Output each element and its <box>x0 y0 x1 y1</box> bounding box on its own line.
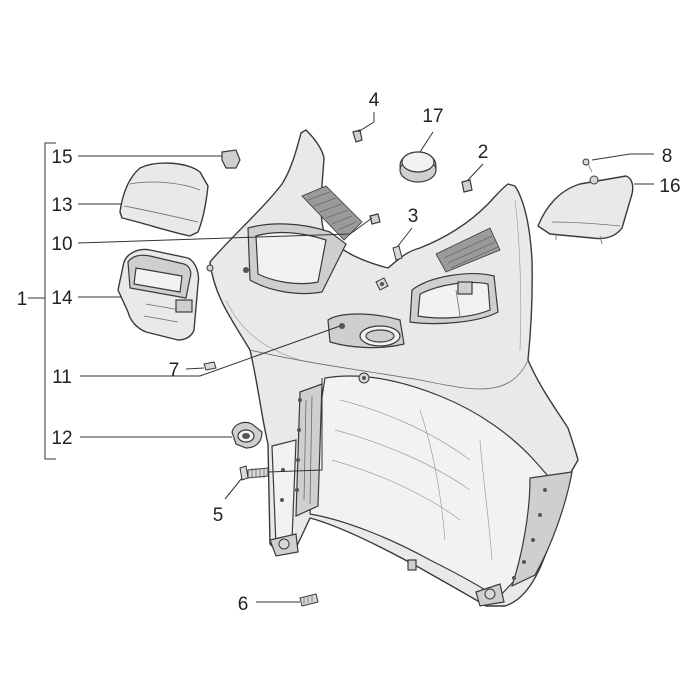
callout-13: 13 <box>51 195 72 216</box>
mounting-foot-left <box>269 533 299 557</box>
right-compartment-opening <box>409 273 499 325</box>
callout-12: 12 <box>51 428 72 449</box>
leg-shield-panel <box>209 129 579 607</box>
callout-10: 10 <box>51 234 72 255</box>
central-ignition-recess <box>327 313 405 384</box>
mounting-foot-right <box>475 583 505 607</box>
callout-6: 6 <box>238 594 249 615</box>
callout-labels: 1 2 3 4 5 6 7 8 10 11 12 13 14 15 16 17 <box>17 90 681 615</box>
side-cover-panel <box>537 175 634 245</box>
clip-part-10 <box>369 213 381 225</box>
callout-3: 3 <box>408 206 419 227</box>
leader-lines <box>28 112 654 603</box>
clip-part <box>221 149 241 169</box>
screw-part-3 <box>392 245 403 261</box>
rivet-dots-left <box>280 398 302 502</box>
callout-7: 7 <box>169 360 180 381</box>
callout-4: 4 <box>369 90 380 111</box>
clip-part-top <box>352 129 363 143</box>
left-compartment-opening <box>206 223 347 295</box>
rivet-dots-right <box>512 488 547 580</box>
screw-part-5 <box>239 465 269 481</box>
screw-part-11 <box>375 277 389 291</box>
callout-15: 15 <box>51 147 72 168</box>
callout-17: 17 <box>422 106 443 127</box>
callout-16: 16 <box>659 176 680 197</box>
right-grille-vent <box>435 227 501 273</box>
callout-1: 1 <box>17 289 28 310</box>
clip-part-right <box>461 179 473 193</box>
callout-5: 5 <box>213 505 224 526</box>
group-bracket <box>44 142 56 460</box>
screw-part-7 <box>203 361 217 371</box>
screw-part-8 <box>582 158 593 173</box>
callout-14: 14 <box>51 288 73 309</box>
callout-11: 11 <box>52 367 72 388</box>
glove-box-tub <box>117 248 200 341</box>
grommet-part-12 <box>231 421 263 449</box>
callout-2: 2 <box>478 142 489 163</box>
screw-part-6 <box>299 593 319 607</box>
callout-8: 8 <box>662 146 673 167</box>
compartment-lid <box>119 162 209 237</box>
left-grille-vent <box>301 185 363 241</box>
rubber-plug <box>399 151 437 183</box>
